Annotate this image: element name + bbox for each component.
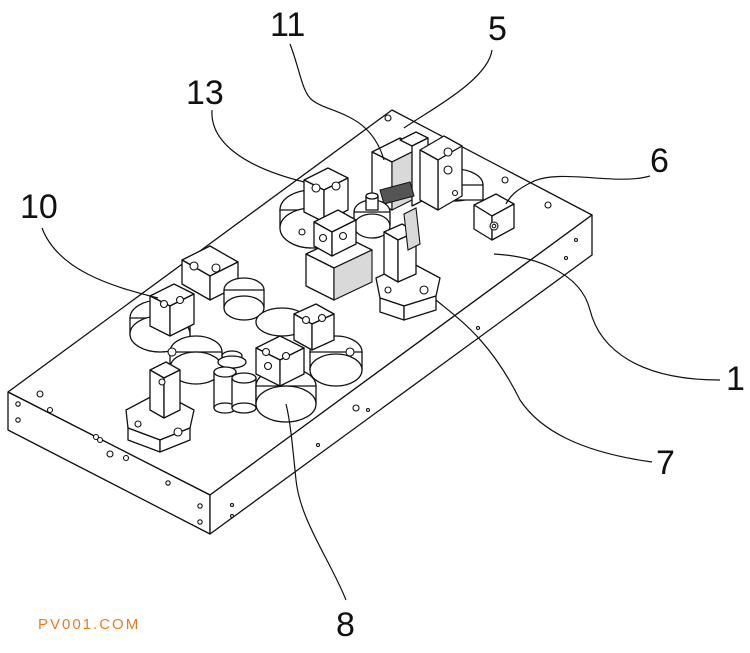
leader-lines — [41, 43, 721, 601]
label-6: 6 — [650, 142, 669, 180]
clamp-group-8 — [255, 335, 317, 423]
center-work-area — [167, 303, 363, 414]
label-1: 1 — [726, 360, 745, 398]
center-clamp-block — [305, 209, 373, 301]
label-5: 5 — [488, 10, 507, 48]
label-10: 10 — [20, 188, 58, 226]
label-7: 7 — [656, 444, 675, 482]
clamp-group-7 — [375, 207, 441, 321]
clamp-group-10 — [129, 245, 265, 353]
stop-block-6 — [473, 193, 515, 241]
clamp-group-front — [125, 361, 195, 453]
label-11: 11 — [270, 6, 305, 44]
label-13: 13 — [186, 74, 224, 112]
clamp-group-top — [371, 131, 484, 211]
watermark: PV001.COM — [38, 616, 141, 633]
label-8: 8 — [336, 606, 355, 644]
